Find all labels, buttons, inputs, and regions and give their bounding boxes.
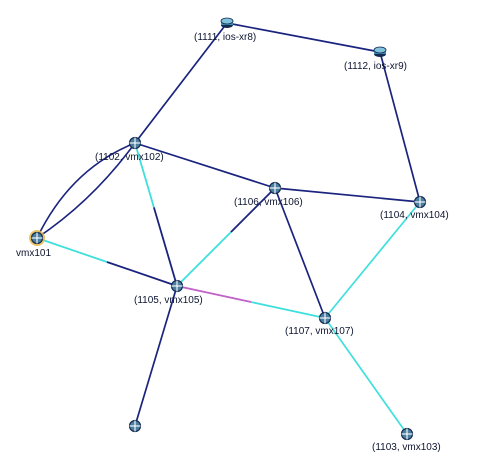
node-crosshair-icon [128, 419, 142, 433]
link-n1102-vmx101-upper[interactable] [36, 142, 136, 239]
node-n1104[interactable] [413, 195, 427, 209]
node-nbottom[interactable] [128, 419, 142, 433]
node-label-n1106: (1106, vmx106) [234, 197, 303, 208]
node-n1103[interactable] [400, 427, 414, 441]
nodes-layer [29, 17, 427, 441]
link-n1106-n1105-seg-a[interactable] [230, 187, 276, 233]
link-n1111-n1112[interactable] [226, 22, 381, 53]
node-label-vmx101: vmx101 [16, 248, 51, 259]
node-label-n1112: (1112, ios-xr9) [344, 61, 407, 72]
node-label-n1104: (1104, vmx104) [380, 210, 449, 221]
link-vmx101-n1105-seg-b[interactable] [106, 261, 178, 287]
link-n1104-n1107[interactable] [324, 201, 421, 319]
node-n1102[interactable] [128, 136, 142, 150]
node-n1111[interactable] [220, 17, 234, 28]
node-crosshair-icon [413, 195, 427, 209]
link-vmx101-n1105-seg-a[interactable] [36, 237, 108, 263]
node-label-n1107: (1107, vmx107) [285, 326, 354, 337]
node-n1112[interactable] [373, 46, 387, 57]
router-icon [373, 46, 387, 57]
link-n1111-n1102[interactable] [134, 22, 228, 144]
node-n1105[interactable] [170, 279, 184, 293]
node-label-n1102: (1102, vmx102) [95, 152, 164, 163]
node-crosshair-icon [170, 279, 184, 293]
link-n1105-nbottom[interactable] [134, 285, 178, 427]
node-crosshair-icon [400, 427, 414, 441]
link-n1102-n1105-seg-b[interactable] [153, 207, 178, 287]
node-crosshair-icon [128, 136, 142, 150]
link-n1102-n1106[interactable] [134, 142, 276, 189]
node-n1106[interactable] [268, 181, 282, 195]
link-n1102-vmx101-lower[interactable] [36, 142, 136, 239]
labels-layer: (1111, ios-xr8) (1112, ios-xr9) (1102, vmx… [16, 32, 449, 453]
node-crosshair-icon [29, 230, 45, 246]
links-layer [36, 22, 421, 435]
node-crosshair-icon [268, 181, 282, 195]
link-n1102-n1105-seg-a[interactable] [134, 142, 155, 208]
link-n1105-n1107-seg-b[interactable] [250, 301, 326, 319]
node-vmx101[interactable] [29, 230, 45, 246]
link-n1107-n1103[interactable] [324, 317, 408, 435]
link-n1112-n1104[interactable] [379, 51, 421, 203]
link-n1106-n1105-seg-b[interactable] [176, 231, 232, 287]
node-n1107[interactable] [318, 311, 332, 325]
link-n1106-n1104[interactable] [274, 187, 421, 203]
router-icon [220, 17, 234, 28]
node-label-n1103: (1103, vmx103) [372, 442, 441, 453]
link-n1106-n1107[interactable] [274, 187, 326, 319]
node-crosshair-icon [318, 311, 332, 325]
link-n1105-n1107-seg-a[interactable] [176, 285, 252, 303]
node-label-n1111: (1111, ios-xr8) [194, 32, 256, 43]
node-label-n1105: (1105, vmx105) [134, 295, 203, 306]
